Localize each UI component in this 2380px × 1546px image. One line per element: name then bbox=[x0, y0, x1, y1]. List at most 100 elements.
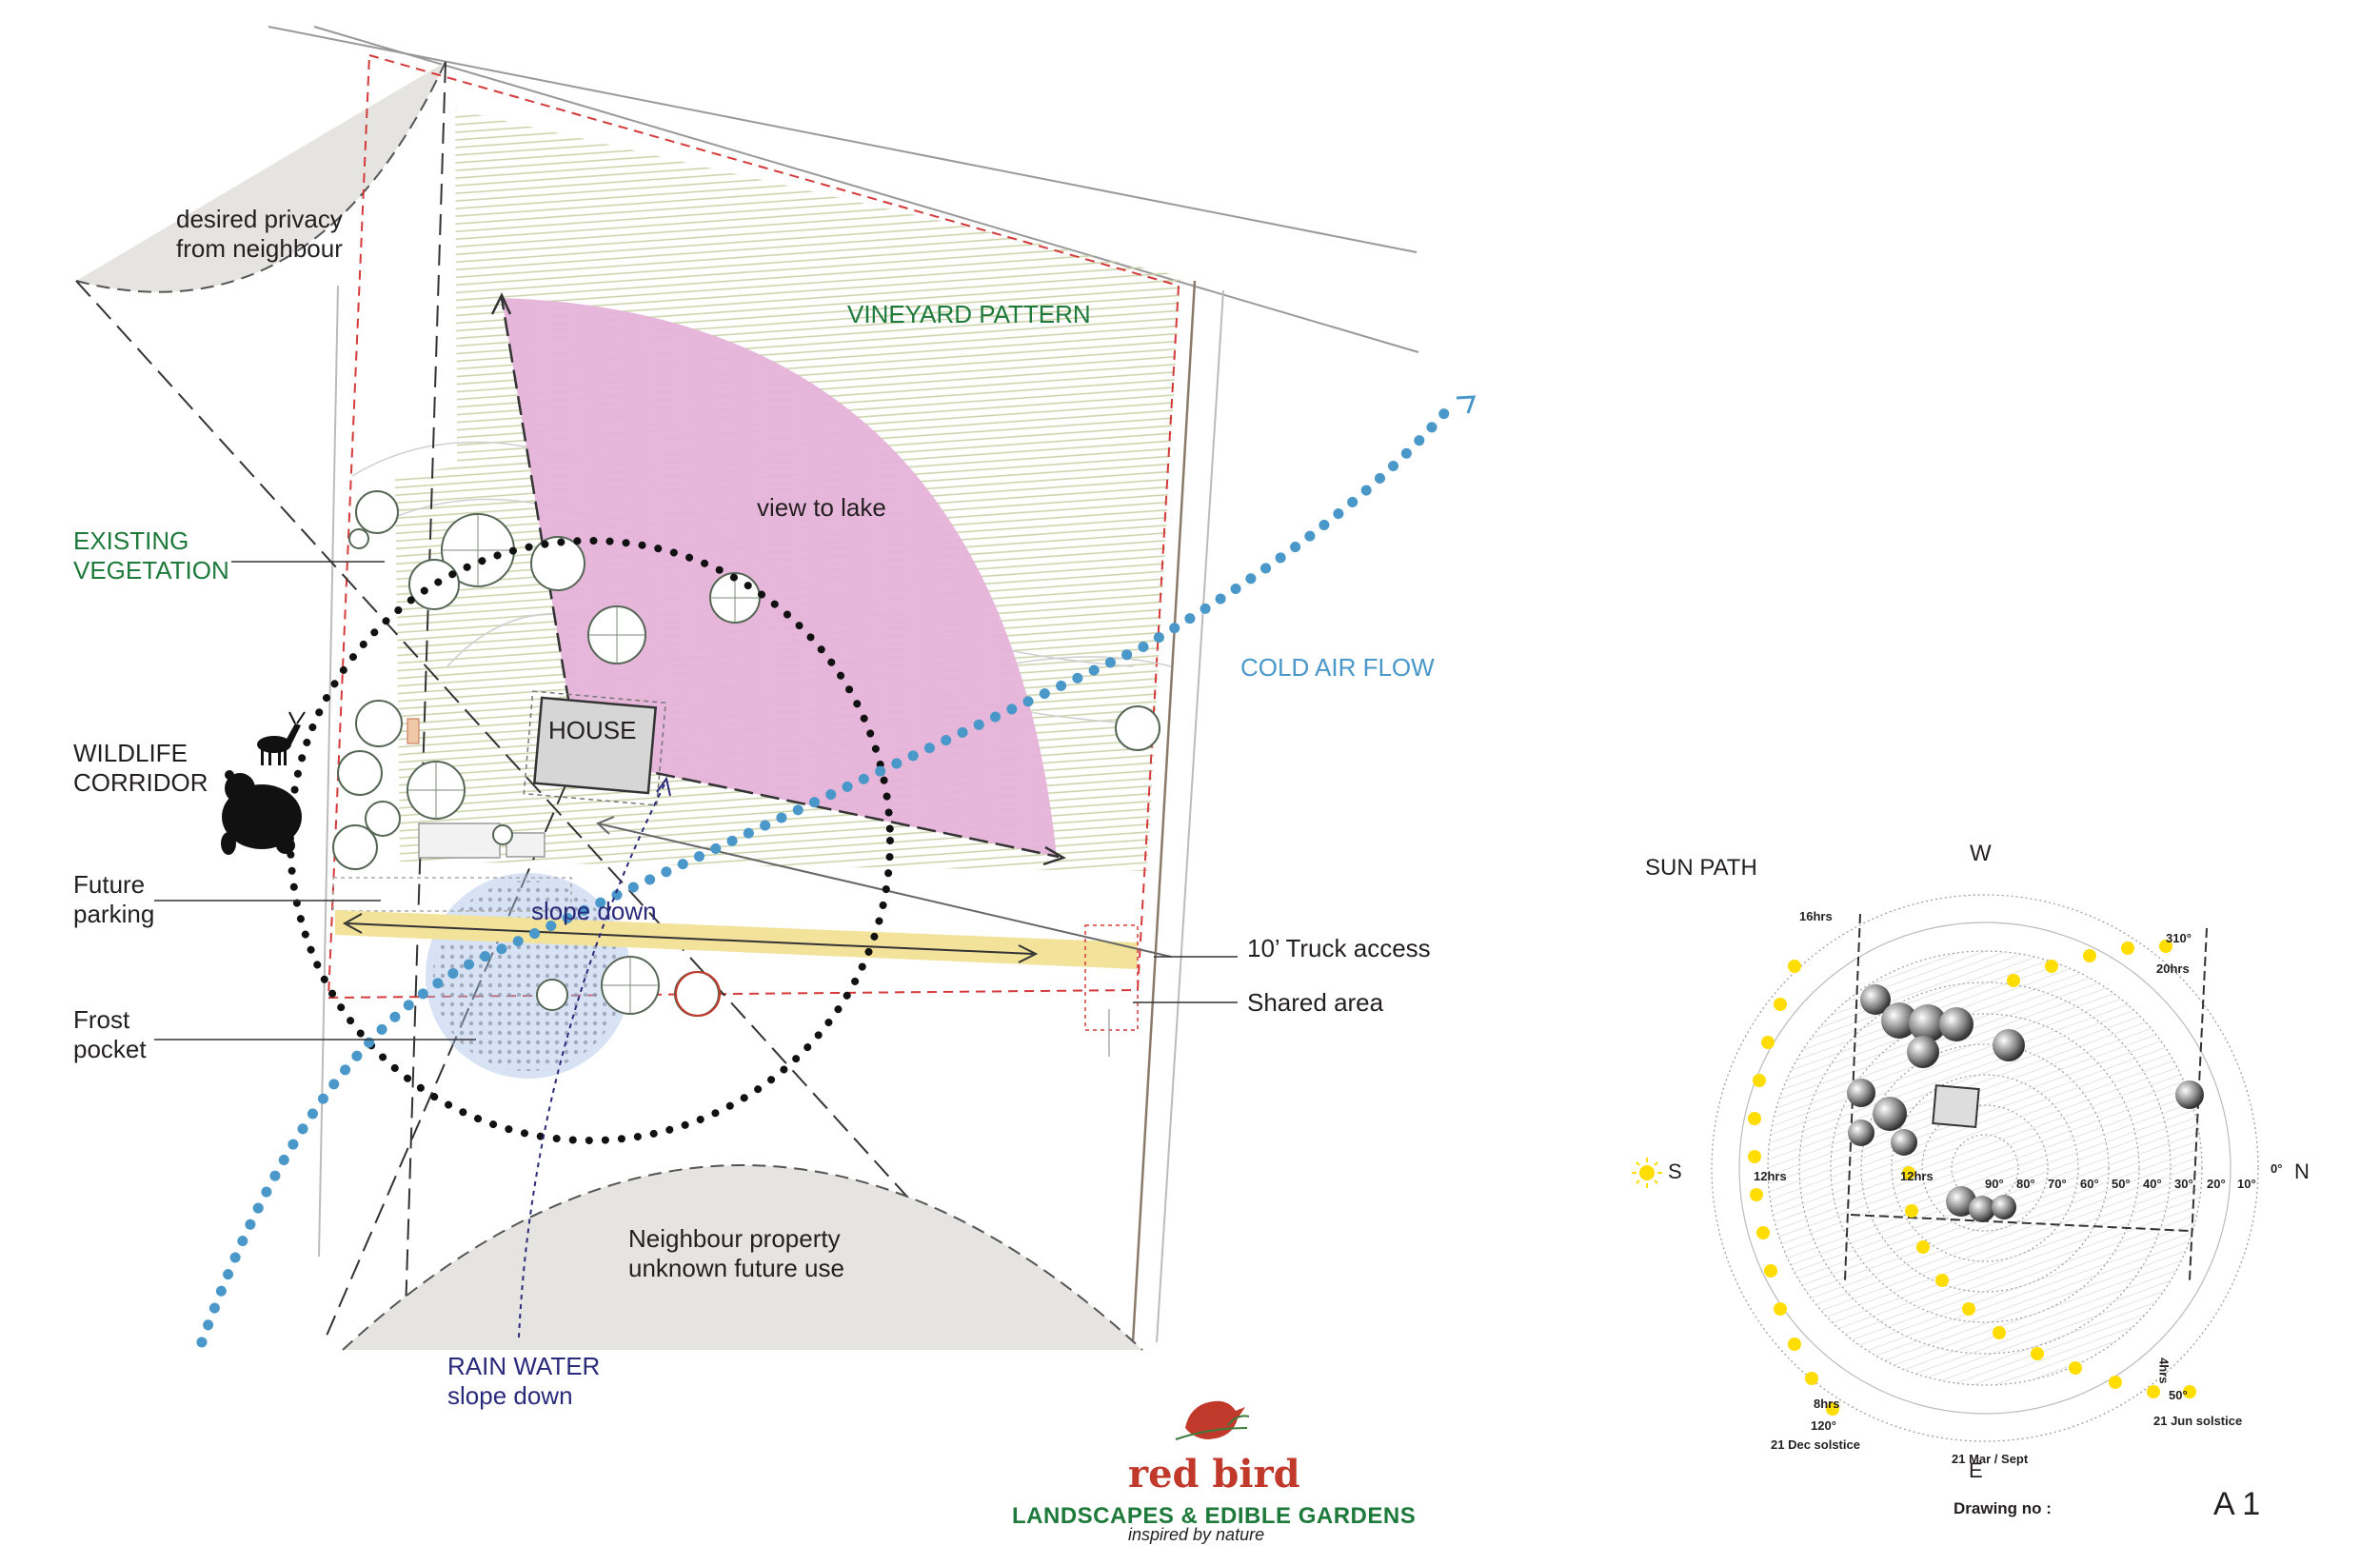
house bbox=[532, 696, 658, 795]
sun-path-title: SUN PATH bbox=[1645, 855, 1757, 881]
red-bird-logo-icon bbox=[1175, 1400, 1250, 1440]
cold-air-flow-label: COLD AIR FLOW bbox=[1240, 653, 1435, 682]
existing-vegetation-label: EXISTING VEGETATION bbox=[73, 526, 229, 585]
rain-water-label: RAIN WATER slope down bbox=[447, 1352, 600, 1411]
event-equinox: 21 Mar / Sept bbox=[1952, 1452, 2029, 1466]
bear-icon bbox=[221, 770, 302, 855]
rain-water-line2: slope down bbox=[447, 1381, 573, 1411]
cold-air-arrow-head bbox=[1456, 395, 1477, 414]
slope-down-label: slope down bbox=[531, 897, 657, 925]
vegetation-spokes bbox=[407, 514, 760, 1014]
vineyard-label: VINEYARD PATTERN bbox=[847, 300, 1091, 328]
boundary-line bbox=[1131, 280, 1197, 1343]
house-outline bbox=[523, 690, 666, 806]
deer-icon bbox=[257, 711, 306, 765]
future-parking-line2: parking bbox=[73, 900, 155, 929]
cold-air-flow-path bbox=[196, 399, 1458, 1348]
angle-10: 10° bbox=[2237, 1177, 2256, 1191]
angle-30: 30° bbox=[2174, 1177, 2193, 1191]
truck-access-label: 10’ Truck access bbox=[1247, 934, 1431, 962]
view-arrow-line bbox=[500, 297, 580, 758]
compass-north: N bbox=[2294, 1160, 2310, 1183]
truck-arrow-head bbox=[1018, 944, 1039, 963]
existing-vegetation-line2: VEGETATION bbox=[73, 556, 229, 585]
hour-12-outer: 12hrs bbox=[1754, 1169, 1787, 1183]
shared-area-label: Shared area bbox=[1247, 988, 1384, 1017]
neighbour-property-line2: unknown future use bbox=[628, 1254, 844, 1283]
sun-icon bbox=[1632, 1158, 1662, 1188]
view-to-lake-label: view to lake bbox=[757, 493, 886, 522]
future-parking-line1: Future bbox=[73, 870, 146, 899]
outbuilding bbox=[418, 823, 501, 859]
wildlife-corridor-line2: CORRIDOR bbox=[73, 768, 208, 798]
hour-20: 20hrs bbox=[2156, 961, 2190, 976]
future-parking-label: Future parking bbox=[73, 870, 154, 929]
angle-70: 70° bbox=[2048, 1177, 2067, 1191]
neighbour-property-line1: Neighbour property bbox=[628, 1224, 841, 1253]
angle-60: 60° bbox=[2080, 1177, 2099, 1191]
truck-arrow bbox=[347, 922, 1034, 955]
site-boundary bbox=[327, 53, 1180, 1000]
rain-water-line1: RAIN WATER bbox=[447, 1352, 601, 1380]
event-jun-solstice: 21 Jun solstice bbox=[2153, 1414, 2243, 1428]
rain-water-path bbox=[518, 780, 667, 1338]
shed bbox=[407, 718, 420, 744]
existing-vegetation-line1: EXISTING bbox=[73, 526, 189, 555]
compass-east: E bbox=[1969, 1458, 1983, 1482]
compass-south: S bbox=[1668, 1160, 1682, 1183]
future-parking-area bbox=[332, 877, 572, 912]
wildlife-corridor-label: WILDLIFE CORRIDOR bbox=[73, 739, 208, 798]
drawing-number-label: Drawing no : bbox=[1954, 1499, 2052, 1517]
compass-west: W bbox=[1970, 841, 1992, 866]
angle-0: 0° bbox=[2271, 1161, 2283, 1176]
frost-pocket-label: Frost pocket bbox=[73, 1005, 147, 1064]
frost-pocket-line2: pocket bbox=[73, 1035, 147, 1064]
shared-area-box bbox=[1084, 924, 1139, 1031]
sun-path-house bbox=[1932, 1084, 1980, 1129]
hour-16: 16hrs bbox=[1799, 909, 1833, 923]
privacy-label-line2: from neighbour bbox=[176, 234, 343, 264]
hour-4: 4hrs bbox=[2156, 1358, 2172, 1384]
drawing-number: A 1 bbox=[2213, 1486, 2261, 1522]
sun-path-trees bbox=[1847, 984, 2204, 1222]
sun-path-hatched-terrain bbox=[1768, 951, 2202, 1385]
brand-tagline: inspired by nature bbox=[1128, 1525, 1265, 1544]
privacy-zone bbox=[76, 62, 446, 292]
brand-subtitle: LANDSCAPES & EDIBLE GARDENS bbox=[1012, 1503, 1417, 1529]
sun-path-diagram bbox=[1632, 894, 2259, 1442]
angle-90: 90° bbox=[1985, 1177, 2004, 1191]
bearing-120: 120° bbox=[1811, 1418, 1836, 1433]
privacy-label-line1: desired privacy bbox=[176, 205, 343, 233]
view-arrow-head bbox=[490, 292, 512, 315]
neighbour-property-label: Neighbour property unknown future use bbox=[628, 1224, 844, 1283]
neighbour-property-arc bbox=[342, 1164, 1143, 1351]
truck-arrow-head bbox=[342, 913, 363, 934]
frost-pocket-line1: Frost bbox=[73, 1005, 130, 1034]
angle-80: 80° bbox=[2016, 1177, 2035, 1191]
house-label: HOUSE bbox=[548, 716, 637, 744]
wildlife-corridor-line1: WILDLIFE bbox=[73, 739, 188, 767]
angle-40: 40° bbox=[2143, 1177, 2162, 1191]
sun-path-solstice-dots bbox=[1748, 940, 2196, 1416]
privacy-zone-arc bbox=[75, 61, 446, 293]
boundary-line bbox=[268, 26, 1418, 253]
view-arrow-line bbox=[577, 755, 1060, 859]
privacy-label: desired privacy from neighbour bbox=[176, 205, 343, 264]
truck-lane-head bbox=[596, 816, 615, 835]
bearing-310: 310° bbox=[2166, 931, 2192, 945]
angle-20: 20° bbox=[2207, 1177, 2226, 1191]
rain-arrow-head bbox=[656, 776, 671, 797]
truck-access-road bbox=[335, 910, 1138, 969]
brand-name: red bird bbox=[1128, 1452, 1300, 1496]
hour-12-inner: 12hrs bbox=[1900, 1169, 1934, 1183]
red-tree bbox=[675, 971, 721, 1017]
leader-lines bbox=[154, 561, 1238, 1041]
bearing-50: 50° bbox=[2169, 1388, 2188, 1402]
boundary-line bbox=[1156, 289, 1224, 1343]
angle-50: 50° bbox=[2112, 1177, 2131, 1191]
view-arrow-head bbox=[1042, 845, 1067, 866]
boundary-line bbox=[313, 26, 1419, 353]
hour-8: 8hrs bbox=[1814, 1397, 1840, 1411]
event-dec-solstice: 21 Dec solstice bbox=[1771, 1437, 1860, 1452]
